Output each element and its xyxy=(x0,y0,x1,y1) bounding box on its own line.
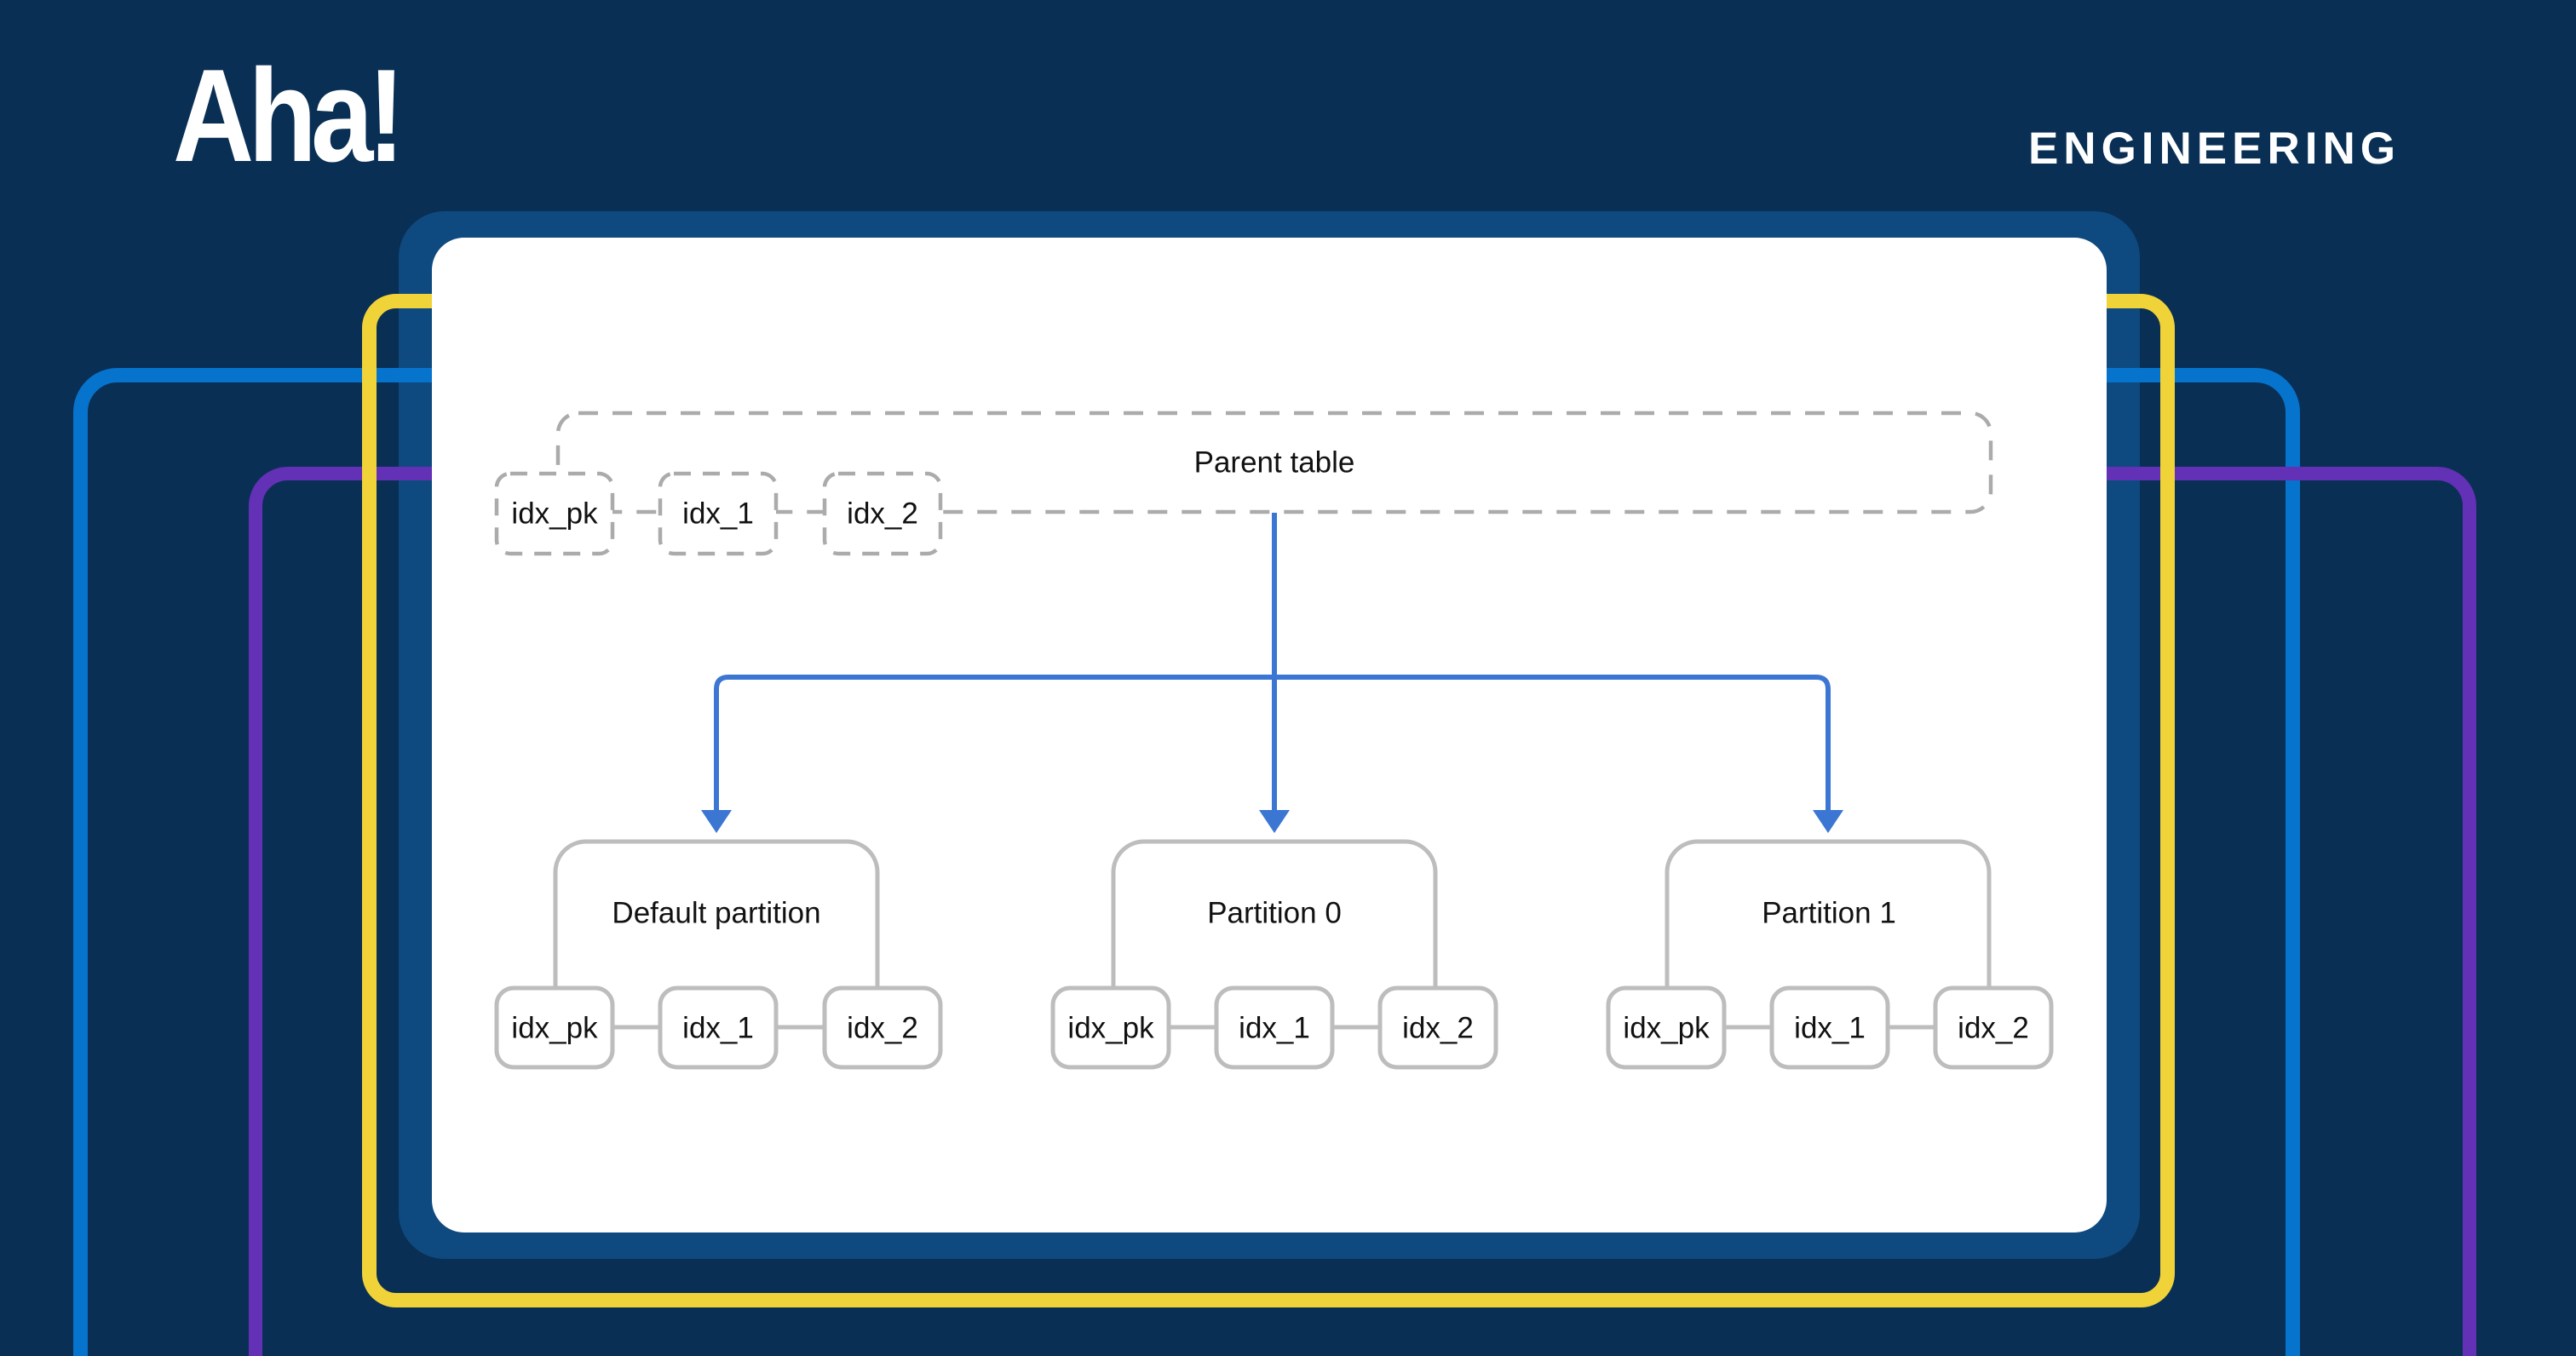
index-label: idx_pk xyxy=(1623,1011,1710,1045)
partition-containers xyxy=(553,839,1992,1030)
arrowhead-left xyxy=(701,810,732,833)
index-label: idx_2 xyxy=(1958,1011,2029,1045)
aha-logo: Aha! xyxy=(173,42,405,189)
index-label: idx_1 xyxy=(682,1011,754,1045)
partition-label-default: Default partition xyxy=(612,896,821,930)
index-box xyxy=(658,471,779,556)
arrowhead-center xyxy=(1259,810,1290,833)
index-label: idx_1 xyxy=(1794,1011,1866,1045)
index-label: idx_pk xyxy=(1067,1011,1154,1045)
index-label: idx_2 xyxy=(847,1011,918,1045)
partition-label-1: Partition 1 xyxy=(1762,896,1896,930)
index-box xyxy=(822,471,943,556)
index-label: idx_2 xyxy=(1402,1011,1474,1045)
index-label: idx_2 xyxy=(847,497,918,531)
parent-table-label: Parent table xyxy=(1193,445,1355,480)
index-box xyxy=(822,985,943,1070)
connector-arrows xyxy=(714,513,1831,811)
index-box xyxy=(494,471,615,556)
index-box xyxy=(1769,985,1890,1070)
parent-index-boxes xyxy=(494,471,943,556)
index-box xyxy=(1050,985,1171,1070)
index-label: idx_pk xyxy=(511,497,598,531)
index-label: idx_1 xyxy=(682,497,754,531)
index-box xyxy=(1606,985,1727,1070)
partition-index-boxes xyxy=(494,985,2054,1070)
partition-label-0: Partition 0 xyxy=(1207,896,1342,930)
index-box xyxy=(1377,985,1498,1070)
index-label: idx_1 xyxy=(1239,1011,1310,1045)
parent-table-outline xyxy=(555,411,1993,514)
index-box xyxy=(1214,985,1335,1070)
index-box xyxy=(658,985,779,1070)
index-label: idx_pk xyxy=(511,1011,598,1045)
engineering-label: ENGINEERING xyxy=(2027,124,2401,174)
arrowheads xyxy=(701,810,1843,833)
arrowhead-right xyxy=(1813,810,1843,833)
index-box xyxy=(494,985,615,1070)
index-box xyxy=(1933,985,2054,1070)
